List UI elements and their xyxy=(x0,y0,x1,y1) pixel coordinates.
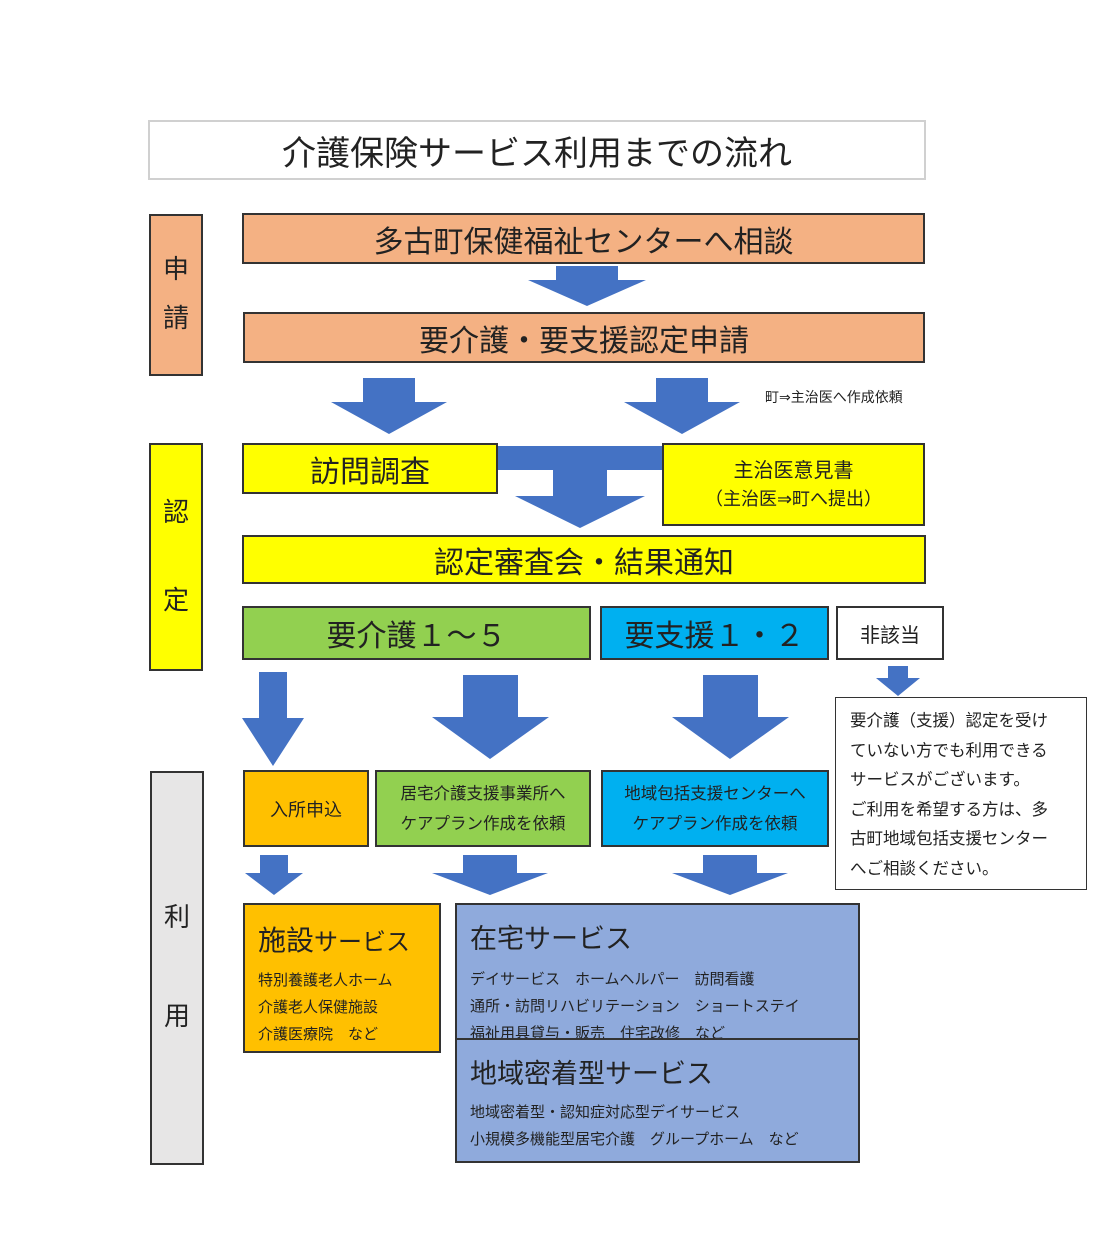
facility-service-title-main: 施設 xyxy=(258,924,315,957)
note-line: へご相談ください。 xyxy=(850,858,999,878)
facility-service-title: 施設サービス xyxy=(258,919,439,959)
section-use-char1: 利 xyxy=(163,903,190,934)
community-service-box: 地域密着型サービス 地域密着型・認知症対応型デイサービス 小規模多機能型居宅介護… xyxy=(455,1038,860,1163)
doctor-opinion-line1: 主治医意見書 xyxy=(733,458,854,483)
consult-label: 多古町保健福祉センターへ相談 xyxy=(373,224,794,260)
community-service-item: 小規模多機能型居宅介護 グループホーム など xyxy=(470,1130,799,1148)
section-certify-char1: 認 xyxy=(162,497,189,528)
section-certify: 認 定 xyxy=(149,443,203,671)
visit-survey-label: 訪問調査 xyxy=(310,454,430,490)
note-line: 古町地域包括支援センター xyxy=(850,829,1048,848)
support-result-label: 要支援１・２ xyxy=(624,619,805,654)
note-line: 要介護（支援）認定を受け xyxy=(850,711,1048,730)
review-label: 認定審査会・結果通知 xyxy=(434,545,734,581)
care-result-box: 要介護１〜５ xyxy=(242,606,591,660)
home-service-item: 通所・訪問リハビリテーション ショートステイ xyxy=(470,997,800,1015)
application-box: 要介護・要支援認定申請 xyxy=(243,312,925,363)
not-applicable-label: 非該当 xyxy=(860,622,920,647)
arrow-down-icon xyxy=(245,855,303,895)
section-use: 利 用 xyxy=(150,771,204,1165)
application-label: 要介護・要支援認定申請 xyxy=(419,323,749,359)
facility-service-title-sub: サービス xyxy=(314,928,411,956)
care-result-label: 要介護１〜５ xyxy=(326,619,507,654)
home-service-item: デイサービス ホームヘルパー 訪問看護 xyxy=(470,970,755,988)
doctor-opinion-line2: （主治医⇒町へ提出） xyxy=(704,489,883,511)
arrow-down-icon xyxy=(672,855,788,895)
admission-box: 入所申込 xyxy=(243,770,369,847)
note-line: サービスがございます。 xyxy=(850,770,1030,789)
support-result-box: 要支援１・２ xyxy=(600,606,829,660)
home-care-office-line1: 居宅介護支援事業所へ xyxy=(400,783,566,803)
section-use-char2: 用 xyxy=(163,1002,190,1032)
note-line: ていない方でも利用できる xyxy=(850,740,1048,760)
arrow-down-icon xyxy=(624,378,740,434)
admission-label: 入所申込 xyxy=(270,799,342,821)
page-title-box: 介護保険サービス利用までの流れ xyxy=(148,120,926,180)
home-service-box: 在宅サービス デイサービス ホームヘルパー 訪問看護 通所・訪問リハビリテーショ… xyxy=(455,903,860,1042)
community-center-line2: ケアプラン作成を依頼 xyxy=(632,813,798,833)
merge-arrow-icon xyxy=(497,446,665,528)
doctor-opinion-box: 主治医意見書 （主治医⇒町へ提出） xyxy=(662,443,925,526)
section-apply-char1: 申 xyxy=(162,254,189,285)
home-service-item: 福祉用具貸与・販売 住宅改修 など xyxy=(470,1024,726,1042)
arrow-down-icon xyxy=(876,666,920,696)
review-box: 認定審査会・結果通知 xyxy=(242,535,926,584)
home-care-office-line2: ケアプラン作成を依頼 xyxy=(400,813,566,833)
community-center-box: 地域包括支援センターへ ケアプラン作成を依頼 xyxy=(601,770,829,847)
community-center-line1: 地域包括支援センターへ xyxy=(624,783,806,803)
community-service-title: 地域密着型サービス xyxy=(470,1059,713,1090)
facility-service-item: 介護老人保健施設 xyxy=(258,998,379,1016)
facility-service-item: 介護医療院 など xyxy=(258,1025,379,1043)
arrow-down-icon xyxy=(432,855,548,895)
note-line: ご利用を希望する方は、多 xyxy=(850,799,1048,819)
not-applicable-note: 要介護（支援）認定を受け ていない方でも利用できる サービスがございます。 ご利… xyxy=(835,697,1087,890)
community-service-item: 地域密着型・認知症対応型デイサービス xyxy=(470,1103,741,1121)
visit-survey-box: 訪問調査 xyxy=(242,443,498,494)
arrow-down-icon xyxy=(432,675,549,759)
home-service-title: 在宅サービス xyxy=(470,924,632,955)
section-apply: 申 請 xyxy=(149,214,203,376)
not-applicable-box: 非該当 xyxy=(836,606,944,660)
consult-box: 多古町保健福祉センターへ相談 xyxy=(242,213,925,264)
doctor-request-note: 町⇒主治医へ作成依頼 xyxy=(765,390,903,406)
arrow-down-icon xyxy=(242,672,304,766)
facility-service-box: 施設サービス 特別養護老人ホーム 介護老人保健施設 介護医療院 など xyxy=(243,903,441,1053)
arrow-down-icon xyxy=(331,378,447,434)
section-certify-char2: 定 xyxy=(162,586,189,616)
arrow-down-icon xyxy=(672,675,789,759)
facility-service-item: 特別養護老人ホーム xyxy=(258,971,393,989)
section-apply-char2: 請 xyxy=(162,304,189,334)
arrow-down-icon xyxy=(528,266,646,306)
home-care-office-box: 居宅介護支援事業所へ ケアプラン作成を依頼 xyxy=(375,770,591,847)
page-title: 介護保険サービス利用までの流れ xyxy=(282,133,792,174)
